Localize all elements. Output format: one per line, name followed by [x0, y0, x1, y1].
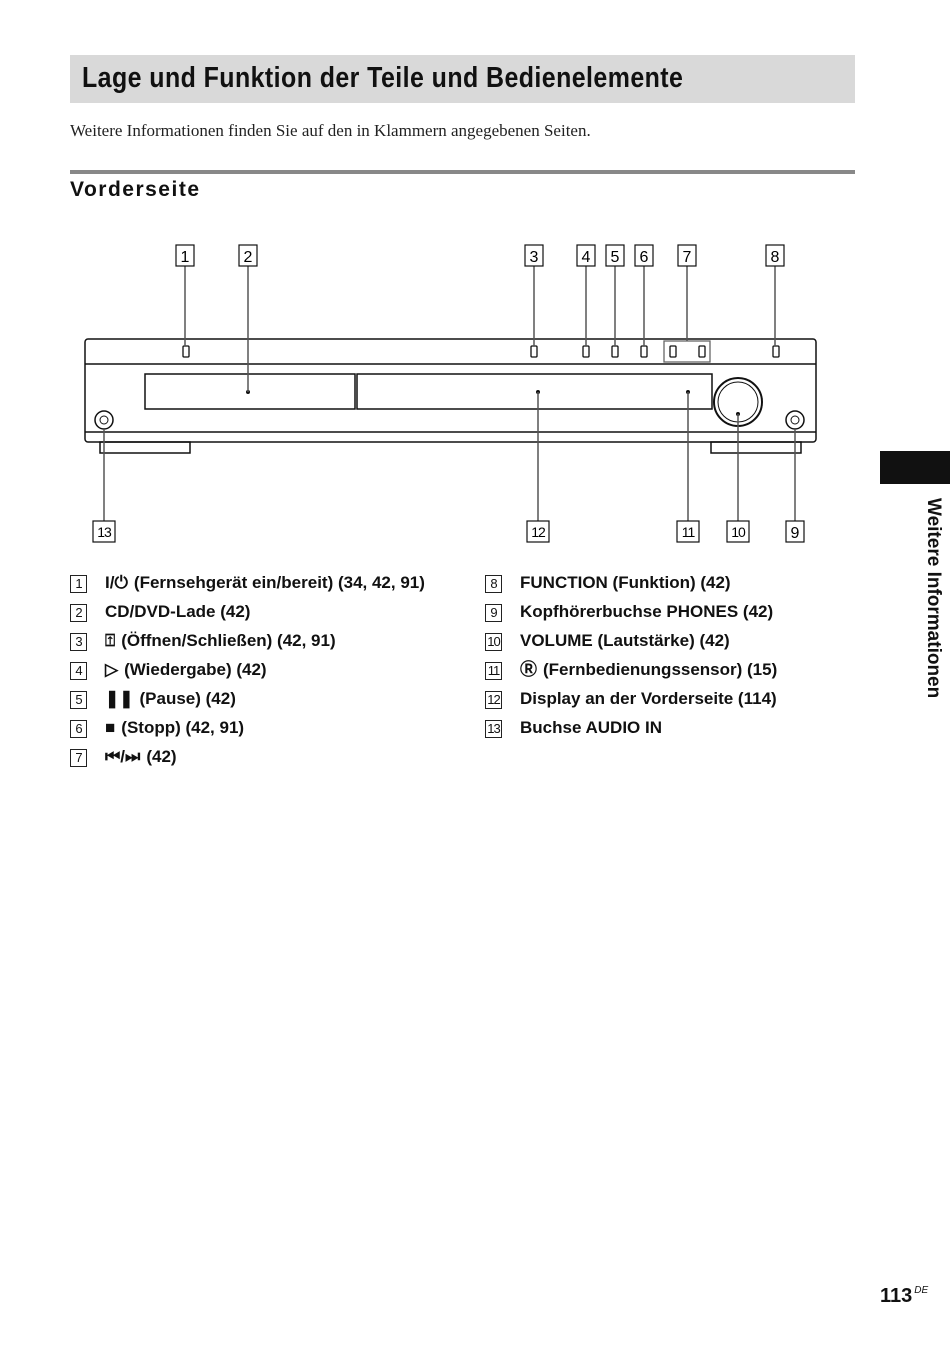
legend-item-9: 9 Kopfhörerbuchse PHONES (42) [485, 601, 865, 623]
legend-text: Buchse AUDIO IN [520, 718, 663, 737]
legend-text: (Stopp) (42, 91) [121, 718, 245, 737]
front-display [356, 373, 713, 410]
callout-1: 1 [175, 244, 195, 267]
callout-3: 3 [524, 244, 544, 267]
svg-text:6: 6 [640, 249, 649, 266]
legend-text: (Pause) (42) [139, 689, 236, 708]
remote-sensor-icon: Ⓡ [520, 660, 537, 679]
legend-item-11: 11 Ⓡ (Fernbedienungssensor) (15) [485, 659, 865, 681]
legend-text: CD/DVD-Lade (42) [105, 602, 251, 621]
callout-13: 13 [92, 520, 116, 543]
chapter-label: Weitere Informationen [923, 498, 944, 699]
stop-icon: ■ [105, 718, 116, 737]
legend-number: 7 [70, 749, 87, 767]
legend-text: (Fernsehgerät ein/bereit) (34, 42, 91) [133, 573, 425, 592]
legend-left: 1 I/⏻ (Fernsehgerät ein/bereit) (34, 42, 9… [70, 572, 440, 775]
legend-number: 9 [485, 604, 502, 622]
phones-jack [785, 410, 805, 430]
power-icon: I/⏻ [105, 573, 128, 592]
svg-text:8: 8 [771, 249, 780, 266]
svg-text:11: 11 [682, 524, 696, 540]
callout-4: 4 [576, 244, 596, 267]
svg-text:9: 9 [791, 525, 800, 542]
device-body [84, 338, 817, 454]
legend-number: 6 [70, 720, 87, 738]
legend-number: 4 [70, 662, 87, 680]
legend-item-2: 2 CD/DVD-Lade (42) [70, 601, 440, 623]
callout-5: 5 [605, 244, 625, 267]
leader-lines [103, 266, 796, 521]
svg-text:10: 10 [731, 524, 746, 540]
disc-tray [144, 373, 356, 410]
legend-number: 12 [485, 691, 502, 709]
legend-text: Display an der Vorderseite (114) [520, 689, 777, 708]
legend-text: (Fernbedienungssensor) (15) [543, 660, 778, 679]
svg-text:13: 13 [97, 524, 112, 540]
section-divider [70, 170, 855, 174]
legend-text: FUNCTION (Funktion) (42) [520, 573, 731, 592]
legend-right: 8 FUNCTION (Funktion) (42) 9 Kopfhörerbuch… [485, 572, 865, 746]
legend-number: 1 [70, 575, 87, 593]
page-language-suffix: DE [914, 1285, 929, 1296]
intro-text: Weitere Informationen finden Sie auf den… [70, 121, 591, 140]
legend-text: (Öffnen/Schließen) (42, 91) [121, 631, 336, 650]
svg-text:12: 12 [531, 524, 546, 540]
svg-text:3: 3 [530, 249, 539, 266]
legend-number: 13 [485, 720, 502, 738]
callout-6: 6 [634, 244, 654, 267]
legend-text: Kopfhörerbuchse PHONES (42) [520, 602, 774, 621]
legend-item-10: 10 VOLUME (Lautstärke) (42) [485, 630, 865, 652]
legend-number: 5 [70, 691, 87, 709]
front-panel-diagram: 1 2 3 4 5 6 7 8 9 10 11 12 [84, 244, 817, 543]
skip-prev-next-icon: ⏮/⏭ [105, 747, 141, 766]
legend-text: (42) [146, 747, 177, 766]
pause-icon: ❚❚ [105, 689, 134, 708]
legend-number: 11 [485, 662, 502, 680]
legend-item-8: 8 FUNCTION (Funktion) (42) [485, 572, 865, 594]
callout-2: 2 [238, 244, 258, 267]
callout-8: 8 [765, 244, 785, 267]
chapter-tab [880, 451, 950, 484]
legend-text: VOLUME (Lautstärke) (42) [520, 631, 730, 650]
svg-text:1: 1 [181, 249, 190, 266]
svg-text:4: 4 [582, 249, 591, 266]
legend-number: 10 [485, 633, 502, 651]
top-buttons [182, 340, 780, 363]
legend-item-3: 3 ⍐ (Öffnen/Schließen) (42, 91) [70, 630, 440, 652]
legend-item-5: 5 ❚❚ (Pause) (42) [70, 688, 440, 710]
audio-in-jack [94, 410, 114, 430]
svg-text:7: 7 [683, 249, 692, 266]
legend-number: 2 [70, 604, 87, 622]
legend-item-13: 13 Buchse AUDIO IN [485, 717, 865, 739]
page-number-value: 113 [880, 1285, 913, 1307]
callout-7: 7 [677, 244, 697, 267]
legend-item-12: 12 Display an der Vorderseite (114) [485, 688, 865, 710]
svg-text:2: 2 [244, 249, 253, 266]
callout-9: 9 [785, 520, 805, 543]
callout-12: 12 [526, 520, 550, 543]
section-heading: Vorderseite [70, 178, 201, 201]
eject-icon: ⍐ [105, 631, 116, 650]
legend-number: 3 [70, 633, 87, 651]
legend-item-6: 6 ■ (Stopp) (42, 91) [70, 717, 440, 739]
legend-item-4: 4 ▷ (Wiedergabe) (42) [70, 659, 440, 681]
title-bar: Lage und Funktion der Teile und Bedienel… [70, 55, 855, 103]
legend-item-7: 7 ⏮/⏭ (42) [70, 746, 440, 768]
svg-text:5: 5 [611, 249, 620, 266]
callout-11: 11 [676, 520, 700, 543]
page-title: Lage und Funktion der Teile und Bedienel… [82, 62, 684, 94]
callout-10: 10 [726, 520, 750, 543]
legend-text: (Wiedergabe) (42) [124, 660, 267, 679]
legend-item-1: 1 I/⏻ (Fernsehgerät ein/bereit) (34, 42, 9… [70, 572, 440, 594]
legend-number: 8 [485, 575, 502, 593]
play-icon: ▷ [105, 660, 119, 679]
